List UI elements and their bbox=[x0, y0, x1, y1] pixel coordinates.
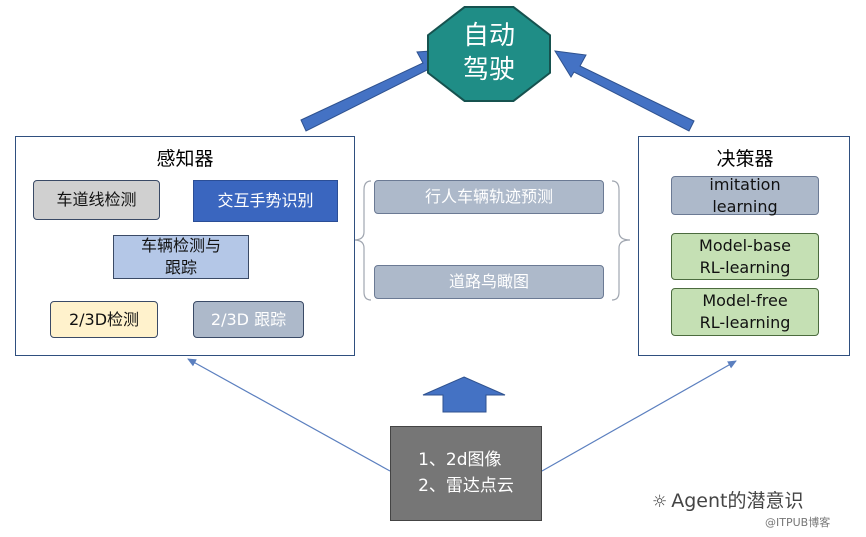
imitation-line-1: imitation bbox=[709, 174, 781, 194]
model-free-line-1: Model-free bbox=[702, 291, 788, 311]
perception-title: 感知器 bbox=[156, 148, 214, 170]
arrow-perception-to-goal bbox=[300, 49, 448, 132]
goal-line-1: 自动 bbox=[462, 21, 515, 52]
birds-eye-view-box: 道路鸟瞰图 bbox=[374, 265, 604, 299]
tracking-3d-box: 2/3D 跟踪 bbox=[193, 301, 304, 338]
input-line-2: 2、雷达点云 bbox=[418, 475, 514, 496]
detection-3d-box: 2/3D检测 bbox=[50, 301, 158, 338]
vehicle-detection-line-2: 跟踪 bbox=[164, 258, 197, 277]
goal-autonomous-driving: 自动 驾驶 bbox=[429, 8, 549, 100]
arrow-input-to-perception bbox=[187, 358, 391, 472]
right-bracket bbox=[611, 180, 631, 301]
model-free-line-2: RL-learning bbox=[699, 313, 791, 332]
trajectory-prediction-box: 行人车辆轨迹预测 bbox=[374, 180, 604, 214]
input-line-1: 1、2d图像 bbox=[418, 450, 502, 470]
lane-detection-box: 车道线检测 bbox=[33, 180, 160, 220]
arrow-decision-to-goal bbox=[554, 50, 695, 132]
gesture-recognition-box: 交互手势识别 bbox=[193, 180, 338, 222]
model-free-rl-box: Model-free RL-learning bbox=[671, 288, 819, 336]
imitation-learning-box: imitation learning bbox=[671, 174, 819, 216]
left-bracket bbox=[353, 180, 372, 301]
watermark-brand-text: Agent的潜意识 bbox=[671, 490, 804, 512]
watermark-source: @ITPUB博客 bbox=[765, 516, 831, 529]
arrow-input-up bbox=[422, 376, 506, 413]
model-based-line-1: Model-base bbox=[699, 235, 791, 255]
goal-line-2: 驾驶 bbox=[462, 55, 515, 85]
wechat-icon: ☼ bbox=[652, 492, 668, 512]
arrow-input-to-decision bbox=[541, 360, 737, 472]
vehicle-detection-box: 车辆检测与 跟踪 bbox=[113, 235, 249, 279]
watermark-brand: ☼Agent的潜意识 bbox=[652, 486, 852, 513]
vehicle-detection-line-1: 车辆检测与 bbox=[140, 236, 221, 256]
model-based-rl-box: Model-base RL-learning bbox=[671, 233, 819, 280]
imitation-line-2: learning bbox=[712, 196, 778, 216]
sensor-input-box: 1、2d图像 2、雷达点云 bbox=[390, 426, 542, 521]
decision-title: 决策器 bbox=[716, 148, 774, 170]
model-based-line-2: RL-learning bbox=[699, 257, 791, 277]
